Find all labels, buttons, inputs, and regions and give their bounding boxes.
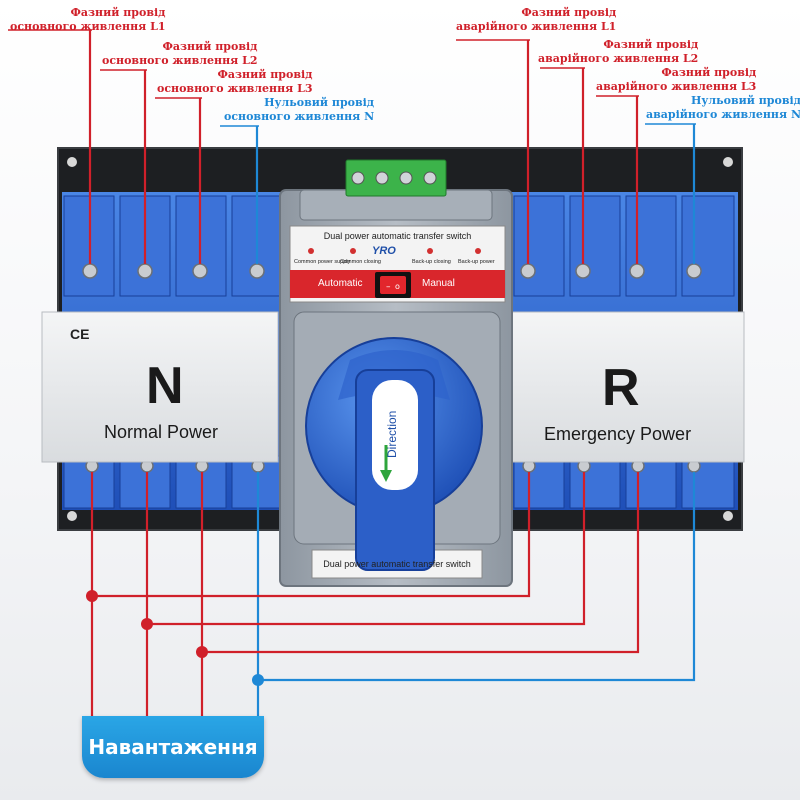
indicator-common-closing: Common closing [340,259,381,265]
emergency-power-text: Emergency Power [544,424,692,444]
green-terminal-block [345,159,447,197]
normal-power-panel [41,311,279,463]
load-box: Навантаження [82,716,264,778]
switch-title: Dual power automatic transfer switch [323,231,472,241]
svg-text:–: – [386,282,391,292]
ce-mark: CE [70,326,90,342]
indicator-common-power: Common power supply [294,259,351,265]
mode-manual-label: Manual [422,278,455,289]
emergency-power-panel [507,311,745,463]
svg-text:o: o [395,282,400,291]
bottom-plate-text: Dual power automatic transfer switch [323,559,471,569]
indicator-backup-power: Back-up power [458,259,495,265]
mode-automatic-label: Automatic [318,278,363,289]
wire-junctions [86,590,264,686]
handle-direction-text: Direction [385,410,399,458]
brand-logo: YRO [372,245,396,257]
emergency-letter: R [602,359,640,417]
normal-power-text: Normal Power [104,422,219,442]
indicator-backup-closing: Back-up closing [412,259,451,265]
normal-letter: N [146,357,184,415]
